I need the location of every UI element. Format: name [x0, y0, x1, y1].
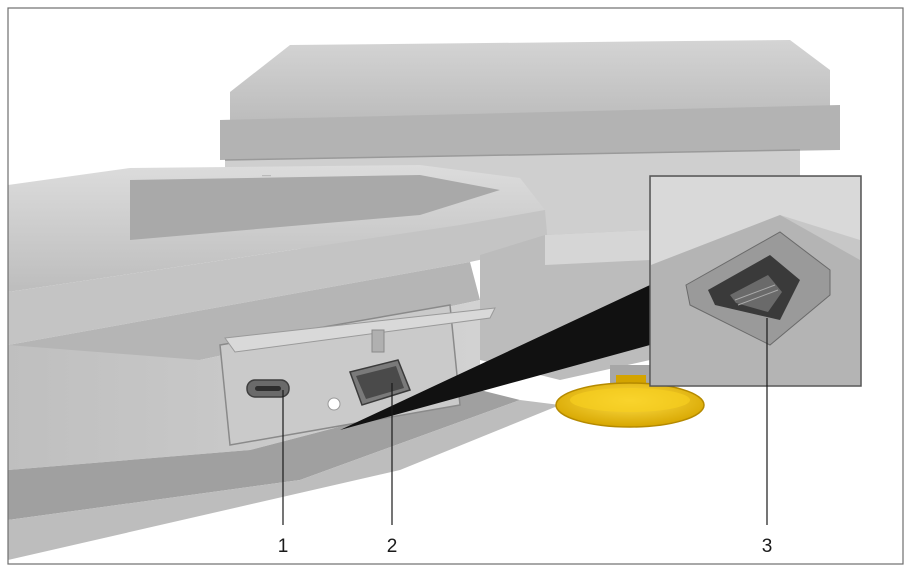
figure-frame	[7, 7, 904, 565]
zoom-wedge	[340, 285, 650, 430]
leveling-foot	[555, 375, 705, 428]
detail-inset	[649, 175, 862, 387]
callout-label-1: 1	[277, 536, 289, 557]
svg-text:—: —	[262, 170, 271, 180]
leader-lines	[282, 318, 768, 525]
callout-label-3: 3	[761, 536, 773, 557]
usb-c-port	[246, 379, 290, 398]
callout-label-2: 2	[386, 536, 398, 557]
